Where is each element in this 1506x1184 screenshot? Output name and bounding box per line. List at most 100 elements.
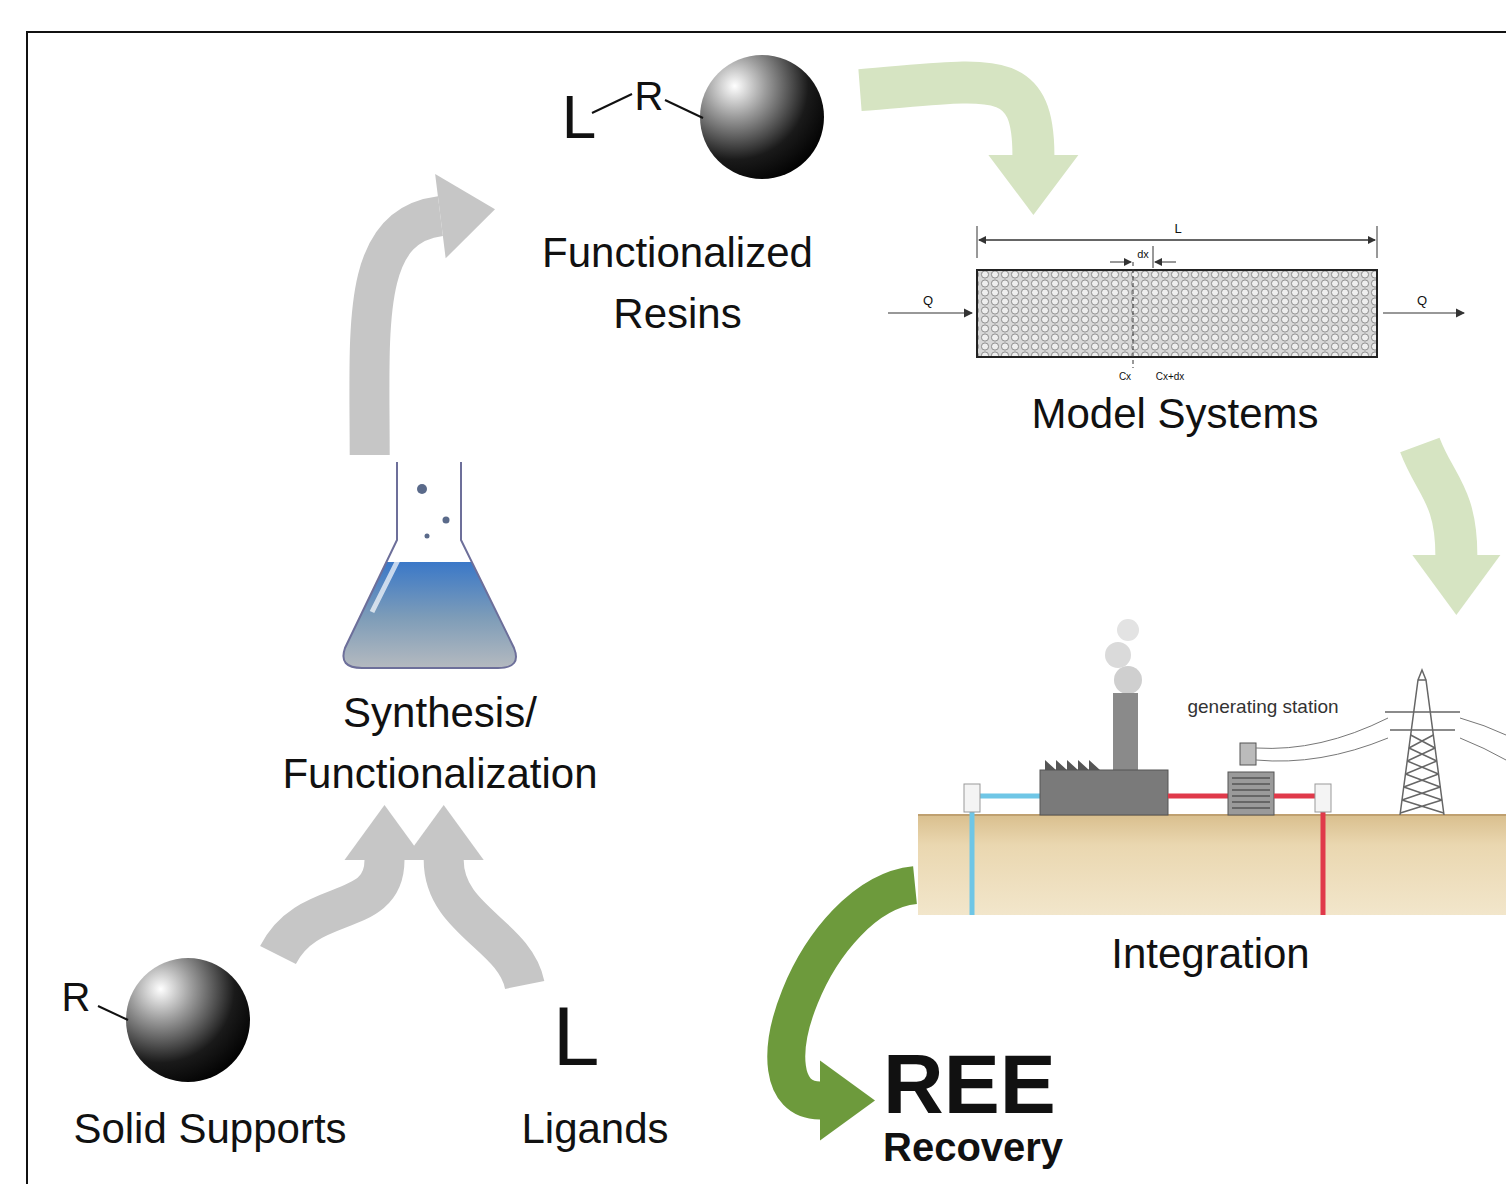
- illustration-label: Q: [1417, 294, 1427, 307]
- geothermal-plant: [1232, 795, 1270, 797]
- arrow-shaft: [1420, 445, 1457, 555]
- geothermal-plant: [1045, 760, 1100, 770]
- geothermal-plant: [1385, 670, 1460, 815]
- flask: [425, 534, 430, 539]
- geothermal-plant: [1040, 770, 1168, 815]
- illustration-label: L: [553, 994, 600, 1078]
- flow-arrow: [860, 82, 1078, 215]
- column-model: [977, 226, 978, 258]
- arrow-shaft: [444, 860, 525, 985]
- column-model: [977, 270, 1377, 357]
- column-model: [888, 312, 972, 313]
- node-caption: Recovery: [883, 1125, 1063, 1169]
- illustration-label: R: [635, 76, 664, 116]
- geothermal-plant: [918, 619, 1506, 915]
- geothermal-plant: [1402, 787, 1442, 800]
- arrow-shaft: [860, 82, 1033, 155]
- flow-arrow: [369, 174, 495, 455]
- flask: [372, 470, 404, 612]
- geothermal-plant: [1400, 800, 1443, 813]
- column-model: [1383, 312, 1464, 313]
- illustration-label: Q: [923, 294, 933, 307]
- geothermal-plant: [1232, 801, 1270, 803]
- geothermal-plant: [1114, 666, 1142, 694]
- arrow-head: [820, 1060, 875, 1140]
- arrow-head: [988, 155, 1078, 215]
- flow-arrow: [404, 805, 525, 985]
- model-node: Model Systems: [880, 215, 1470, 445]
- resin-ball: [592, 94, 632, 113]
- node-caption: Ligands: [521, 1099, 668, 1160]
- illustration-label: generating station: [1187, 697, 1338, 716]
- geothermal-plant: [1232, 778, 1270, 808]
- geothermal-plant: [1232, 789, 1270, 791]
- arrow-head: [1412, 555, 1500, 615]
- support-ball: [98, 1006, 128, 1020]
- geothermal-plant: [1405, 761, 1438, 774]
- illustration-label: Cx: [1119, 372, 1131, 382]
- illustration-label: L: [562, 86, 596, 148]
- resin-node: Functionalized Resins: [495, 50, 860, 345]
- flask: [330, 462, 530, 672]
- illustration-label: L: [1174, 222, 1181, 235]
- integration-node: Integration: [915, 615, 1506, 985]
- column-model: [979, 240, 1375, 241]
- illustration-label: Cx+dx: [1156, 372, 1185, 382]
- geothermal-plant: [1228, 772, 1274, 815]
- geothermal-plant: [1404, 774, 1440, 787]
- support-ball: [98, 958, 250, 1082]
- resin-ball: [665, 100, 703, 118]
- geothermal-plant: [1409, 735, 1435, 748]
- column-model: [1133, 262, 1134, 368]
- node-caption: Model Systems: [1031, 384, 1318, 445]
- illustration-label: R: [62, 977, 91, 1017]
- geothermal-plant: [1232, 777, 1270, 779]
- geothermal-plant: [1321, 810, 1326, 915]
- illustration-label: dx: [1137, 249, 1149, 260]
- geothermal-plant: [918, 815, 1506, 915]
- column-model: [1377, 226, 1378, 258]
- ree-node: REERecovery: [875, 1045, 1085, 1177]
- geothermal-plant: [980, 794, 1042, 799]
- geothermal-plant: [1232, 807, 1270, 809]
- geothermal-plant: [1105, 642, 1131, 668]
- flow-arrow: [1412, 445, 1500, 615]
- geothermal-plant: [1385, 670, 1460, 815]
- geothermal-plant: [1274, 794, 1318, 799]
- flask: [417, 484, 427, 494]
- column-model: [1155, 262, 1176, 263]
- geothermal-plant: [918, 814, 1506, 816]
- geothermal-plant: [1168, 794, 1228, 799]
- column-model: [888, 226, 1464, 368]
- geothermal-plant: [970, 800, 975, 915]
- synthesis-node: Synthesis/ Functionalization: [255, 455, 625, 805]
- arrow-head: [404, 805, 484, 860]
- flask: [443, 517, 450, 524]
- support-node: Solid Supports: [40, 955, 380, 1160]
- node-caption: Functionalized Resins: [495, 223, 860, 345]
- column-model: [1153, 246, 1154, 268]
- geothermal-plant: [964, 784, 980, 812]
- node-caption: Solid Supports: [73, 1099, 346, 1160]
- resin-ball: [592, 55, 824, 179]
- geothermal-plant: [1407, 748, 1437, 761]
- geothermal-plant: [1113, 693, 1138, 770]
- frame: [27, 32, 1506, 1184]
- column-model: [979, 240, 1375, 241]
- geothermal-plant: [1256, 718, 1506, 761]
- resin-ball: [700, 55, 824, 179]
- node-caption: Integration: [1111, 924, 1309, 985]
- geothermal-plant: [1240, 743, 1256, 765]
- arrow-shaft: [278, 860, 385, 955]
- arrow-shaft: [369, 216, 440, 455]
- geothermal-plant: [1315, 784, 1331, 812]
- geothermal-plant: [1117, 619, 1139, 641]
- column-model: [1110, 262, 1131, 263]
- geothermal-plant: [1232, 783, 1270, 785]
- flask: [343, 462, 516, 668]
- support-ball: [126, 958, 250, 1082]
- node-caption: REE: [883, 1045, 1056, 1125]
